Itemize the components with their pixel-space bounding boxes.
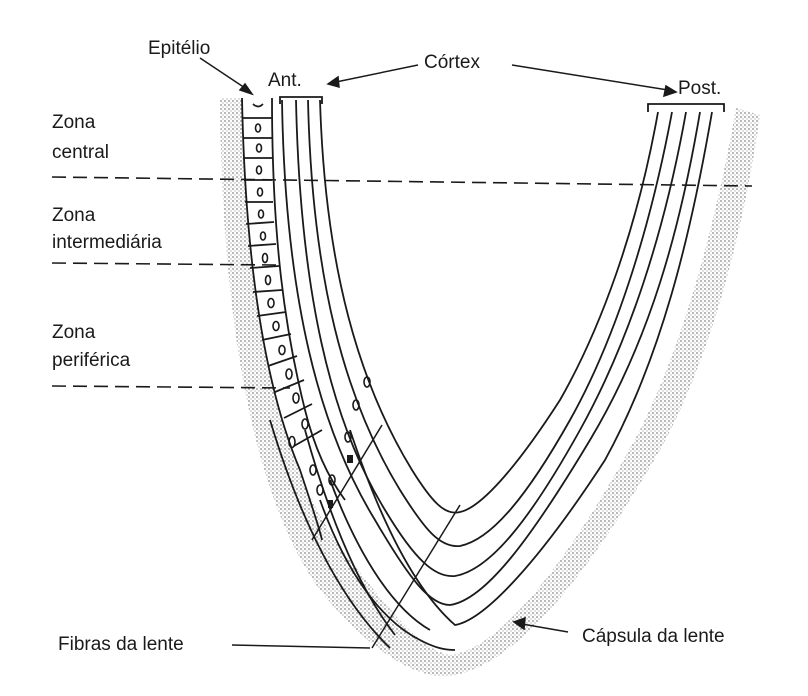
zone-lines xyxy=(51,176,753,389)
label-fibras: Fibras da lente xyxy=(58,634,184,655)
lens-capsule xyxy=(220,98,760,677)
label-cortex: Córtex xyxy=(424,52,480,73)
nuclei-dark xyxy=(328,455,353,508)
label-zona-inter-2: intermediária xyxy=(52,232,162,253)
label-post: Post. xyxy=(678,78,721,99)
epithelium-nuclei xyxy=(252,103,371,496)
label-zona-inter-1: Zona xyxy=(52,205,96,226)
label-zona-central-2: central xyxy=(52,142,109,163)
label-zona-central-1: Zona xyxy=(52,112,96,133)
label-ant: Ant. xyxy=(268,70,302,91)
label-capsula: Cápsula da lente xyxy=(582,626,725,647)
leader-lines xyxy=(199,57,678,649)
label-zona-perif-1: Zona xyxy=(52,322,96,343)
lens-fibers xyxy=(269,99,713,651)
label-zona-perif-2: periférica xyxy=(52,350,131,371)
brackets xyxy=(279,96,725,112)
label-epitelio: Epitélio xyxy=(148,38,210,59)
section-line xyxy=(311,424,383,541)
